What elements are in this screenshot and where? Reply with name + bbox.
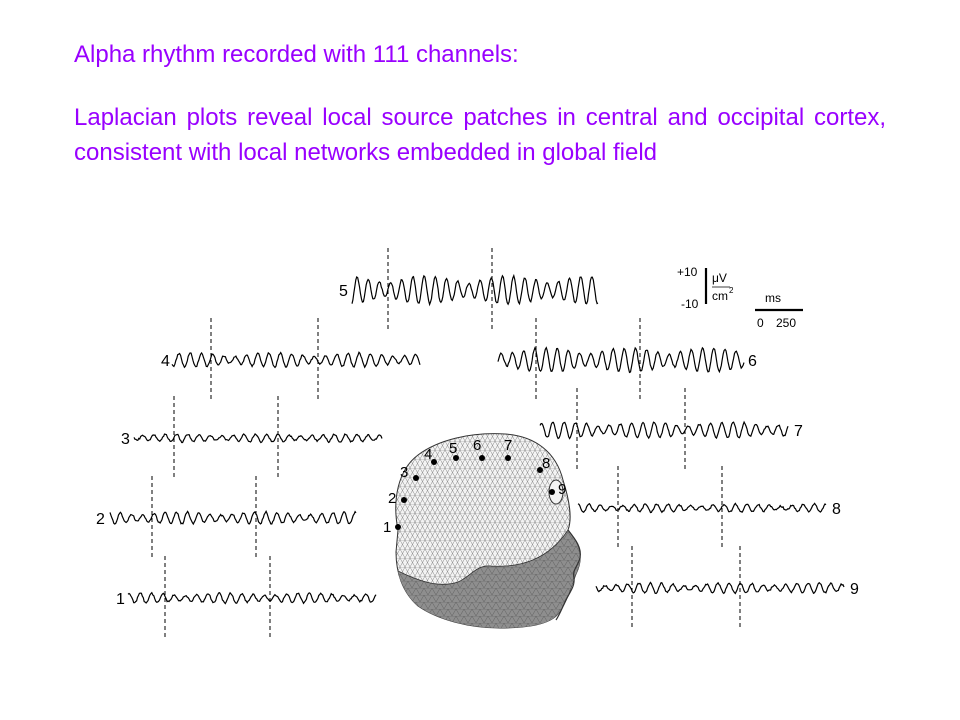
- electrode-label-5: 5: [449, 440, 457, 457]
- trace-label-4: 4: [161, 353, 170, 370]
- trace-label-3: 3: [121, 431, 130, 448]
- head-face-profile: [555, 529, 581, 621]
- electrode-label-2: 2: [388, 490, 396, 507]
- electrode-label-1: 1: [383, 519, 391, 536]
- electrode-dot-8: [537, 467, 543, 473]
- trace-label-7: 7: [794, 423, 803, 440]
- electrode-label-4: 4: [424, 446, 432, 463]
- trace-channel-6: 6: [497, 318, 757, 402]
- waveform-9: [595, 581, 845, 595]
- trace-channel-5: 5: [339, 248, 599, 332]
- slide-body-text: Laplacian plots reveal local source patc…: [74, 104, 886, 166]
- trace-channel-3: 3: [121, 396, 383, 480]
- waveform-2: [109, 509, 357, 526]
- waveform-1: [127, 591, 377, 605]
- electrode-label-6: 6: [473, 437, 481, 454]
- waveform-7: [539, 420, 789, 440]
- scale-unit-numerator: μV: [712, 271, 727, 285]
- waveform-6: [497, 346, 745, 374]
- trace-channel-8: 8: [577, 466, 841, 550]
- scale-top-label: +10: [677, 265, 698, 279]
- electrode-dot-9: [549, 489, 555, 495]
- electrode-label-7: 7: [504, 437, 512, 454]
- trace-channel-7: 7: [539, 388, 803, 472]
- electrode-label-9: 9: [558, 481, 566, 498]
- electrode-dots: [395, 455, 555, 530]
- slide-title: Alpha rhythm recorded with 111 channels:: [74, 41, 519, 68]
- time-unit-label: ms: [765, 291, 781, 305]
- scale-bottom-label: -10: [681, 297, 699, 311]
- time-start-label: 0: [757, 316, 764, 330]
- electrode-dot-1: [395, 524, 401, 530]
- trace-label-2: 2: [96, 511, 105, 528]
- trace-label-5: 5: [339, 283, 348, 300]
- waveform-3: [133, 432, 383, 444]
- waveform-8: [577, 502, 827, 514]
- trace-channel-4: 4: [161, 318, 421, 402]
- scale-unit-exponent: 2: [729, 286, 734, 295]
- electrode-dot-5: [453, 455, 459, 461]
- trace-label-8: 8: [832, 501, 841, 518]
- waveform-5: [351, 273, 599, 307]
- electrode-dot-2: [401, 497, 407, 503]
- trace-label-1: 1: [116, 591, 125, 608]
- electrode-label-3: 3: [400, 464, 408, 481]
- trace-channel-1: 1: [116, 556, 377, 640]
- waveform-4: [171, 351, 421, 369]
- electrode-dot-4: [431, 459, 437, 465]
- scale-bar: +10 -10 μV cm 2 ms 0 250: [677, 265, 803, 330]
- electrode-dot-3: [413, 475, 419, 481]
- electrode-label-8: 8: [542, 455, 550, 472]
- electrode-dot-7: [505, 455, 511, 461]
- trace-channel-2: 2: [96, 476, 357, 560]
- electrode-dot-6: [479, 455, 485, 461]
- trace-label-6: 6: [748, 353, 757, 370]
- scale-unit-denominator: cm: [712, 289, 728, 303]
- time-end-label: 250: [776, 316, 796, 330]
- trace-channel-9: 9: [595, 546, 859, 630]
- trace-label-9: 9: [850, 581, 859, 598]
